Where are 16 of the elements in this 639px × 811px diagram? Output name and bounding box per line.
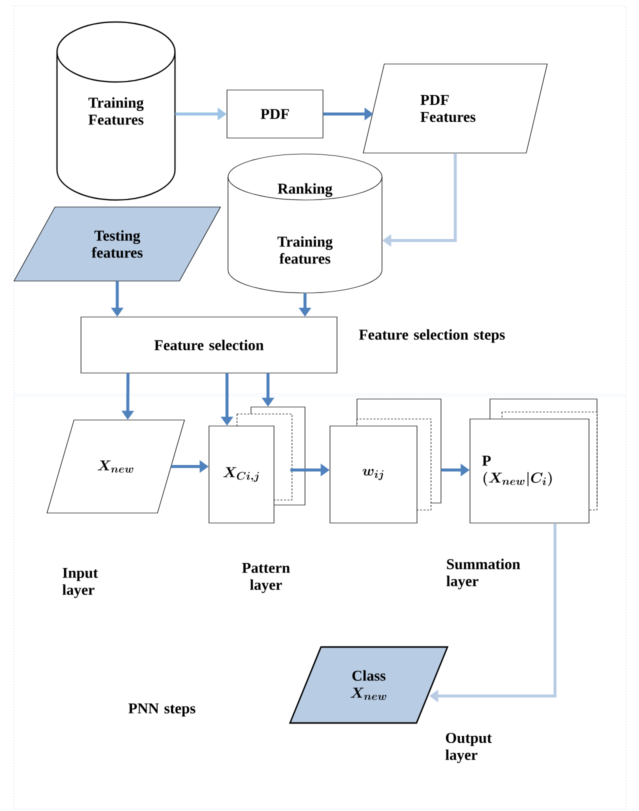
stacked-boxes: $X_{Ci,j}$: [208, 406, 306, 524]
stacked-boxes: $w_{ij}$: [330, 398, 442, 524]
layer-label: Input layer: [62, 568, 98, 598]
layer-label: Summation layer: [446, 558, 520, 590]
data-parallelogram: Testing features: [14, 206, 221, 282]
process-box: PDF: [226, 90, 324, 138]
stacked-boxes: P $(X_{new}|C_{i})$: [470, 398, 598, 524]
database-cylinder: Ranking Training features: [228, 154, 382, 294]
layer-label: Pattern layer: [242, 562, 290, 594]
process-box: Feature selection: [80, 316, 338, 374]
layer-label: Feature selection steps: [359, 329, 505, 343]
data-parallelogram: $X_{new}$: [46, 420, 185, 514]
layer-label: Output layer: [446, 732, 492, 764]
data-parallelogram: PDF Features: [362, 64, 548, 154]
layer-label: PNN steps: [128, 704, 196, 716]
database-cylinder: Training Features: [56, 21, 176, 201]
